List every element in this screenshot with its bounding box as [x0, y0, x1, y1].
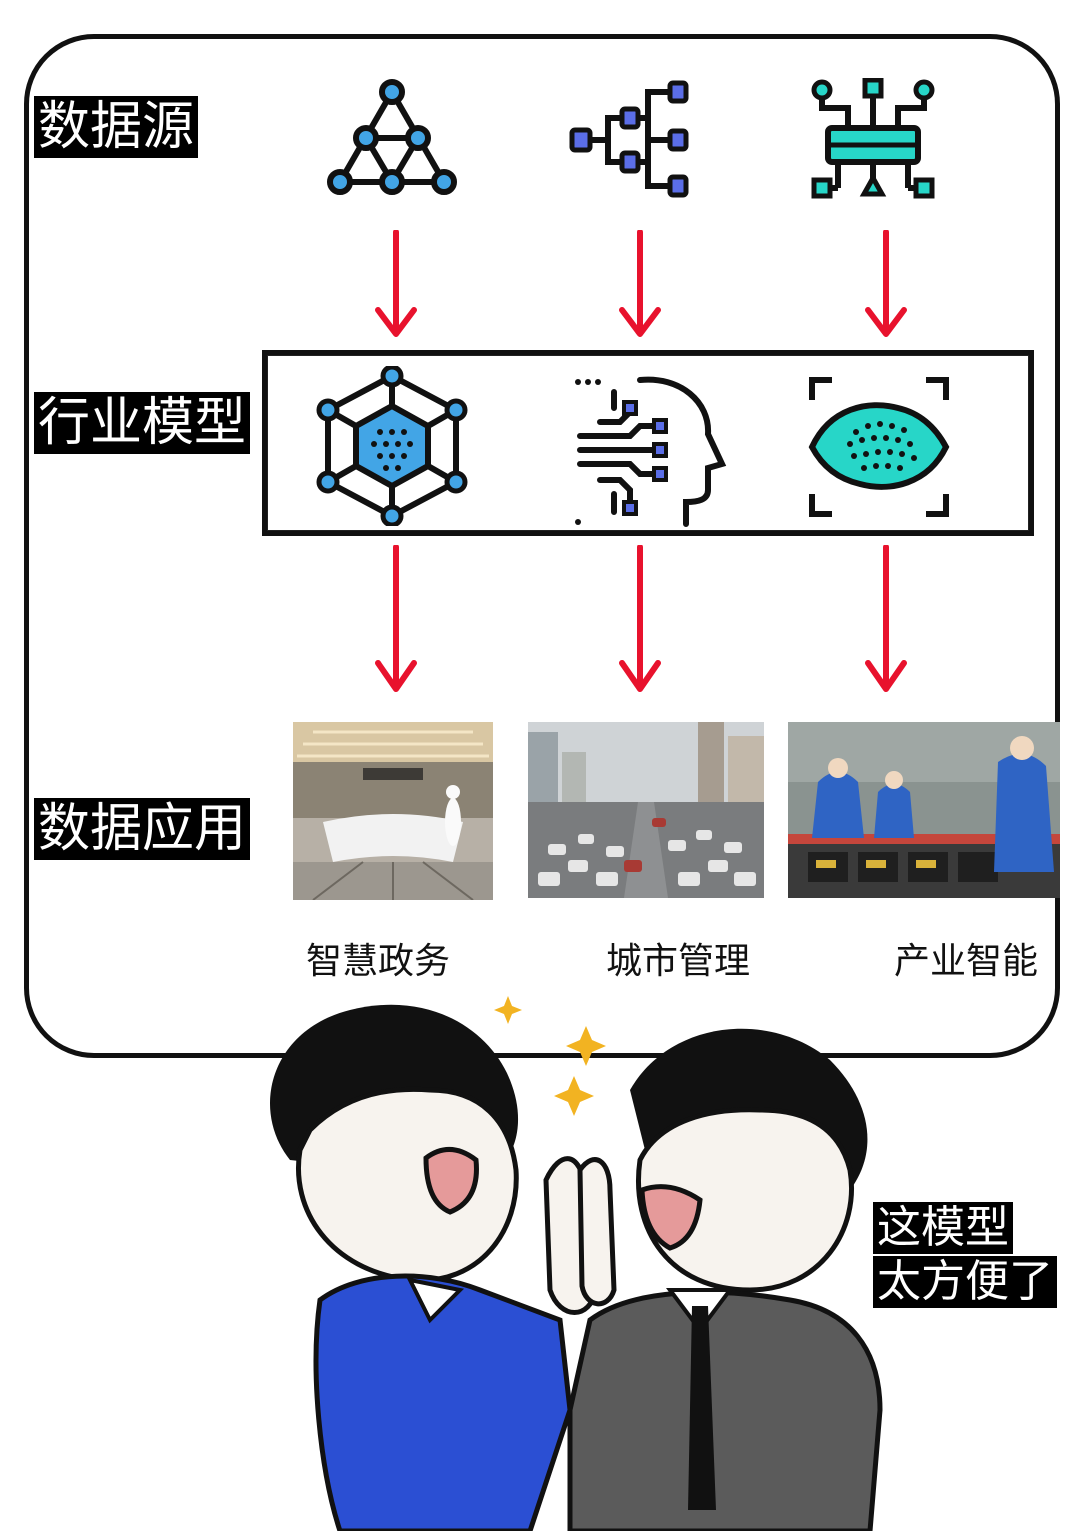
label-industry-model: 行业模型	[34, 392, 251, 454]
factory-workers-photo	[788, 722, 1060, 898]
industry-model-box	[262, 350, 1034, 536]
scan-lemon-icon	[808, 377, 950, 517]
hexagon-network-icon	[316, 366, 468, 526]
caption-city-management: 城市管理	[606, 941, 751, 982]
label-data-application: 数据应用	[34, 798, 251, 860]
diagram-frame	[24, 34, 1060, 1058]
speech-line-1: 这模型	[873, 1202, 1013, 1254]
speech-line-2: 太方便了	[873, 1256, 1057, 1308]
caption-industrial-intelligence: 产业智能	[894, 941, 1039, 982]
circuit-network-icon	[811, 78, 935, 199]
city-traffic-photo	[528, 722, 764, 898]
arrow-down-icon	[865, 545, 907, 692]
label-data-source: 数据源	[34, 96, 199, 158]
government-service-hall-photo	[293, 722, 493, 900]
caption-smart-government: 智慧政务	[306, 941, 451, 982]
tree-network-icon	[569, 80, 689, 198]
arrow-down-icon	[375, 545, 417, 692]
ai-head-icon	[575, 376, 727, 527]
arrow-down-icon	[619, 545, 661, 692]
high-five-cartoon-illustration	[270, 996, 883, 1531]
triangle-network-icon	[327, 79, 457, 195]
arrow-down-icon	[375, 230, 417, 337]
arrow-down-icon	[619, 230, 661, 337]
arrow-down-icon	[865, 230, 907, 337]
